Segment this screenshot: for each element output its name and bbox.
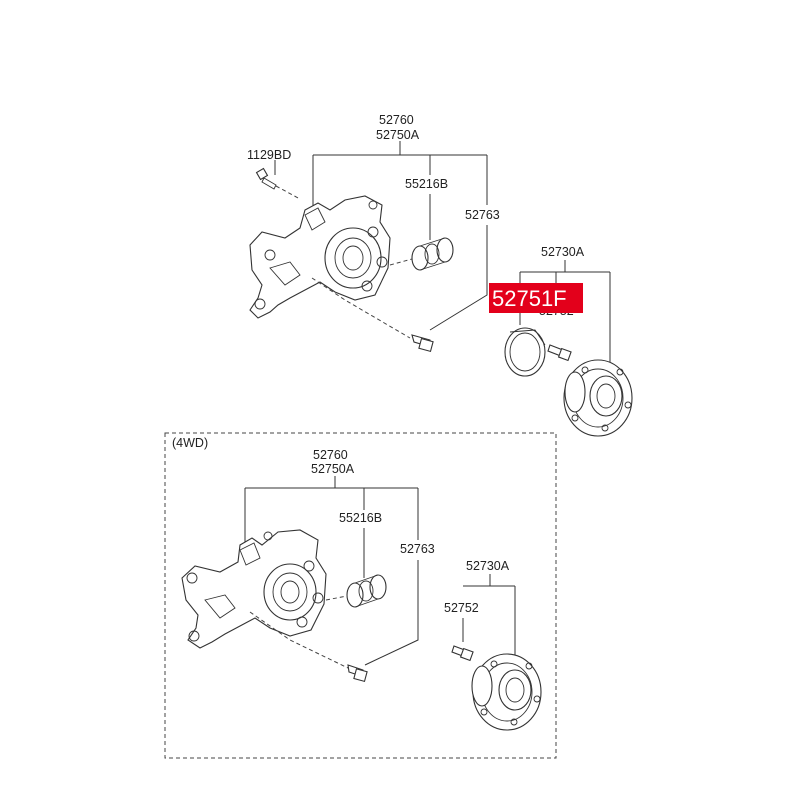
leader-bot-knuckle <box>244 476 419 550</box>
highlight-label: 52751F <box>492 286 567 311</box>
hub-bolt-bottom <box>451 645 474 662</box>
label-top-55216b[interactable]: 55216B <box>405 177 448 191</box>
hub-bolt-top <box>547 344 572 362</box>
hub-bottom <box>471 653 542 731</box>
label-bot-52730a[interactable]: 52730A <box>466 559 510 573</box>
label-bot-52760[interactable]: 52760 <box>313 448 348 462</box>
label-top-1129bd[interactable]: 1129BD <box>247 148 291 162</box>
leader-bot-hub <box>463 574 516 655</box>
bolt-1129bd <box>255 167 301 200</box>
label-top-52760[interactable]: 52760 <box>379 113 414 127</box>
label-bot-52750a[interactable]: 52750A <box>311 462 355 476</box>
top-assembly: 52760 52750A 1129BD 55216B 52763 52730A … <box>247 113 633 437</box>
bolt-52763-top <box>411 334 434 353</box>
knuckle-bottom <box>181 529 349 669</box>
label-top-52750a[interactable]: 52750A <box>376 128 420 142</box>
section-4wd-label[interactable]: (4WD) <box>172 436 208 450</box>
bottom-assembly: 52760 52750A 55216B 52763 52730A 52752 <box>181 448 542 731</box>
hub-top <box>563 359 633 437</box>
bolt-52763-bottom <box>347 664 368 683</box>
label-bot-52763[interactable]: 52763 <box>400 542 435 556</box>
leader-top-knuckle <box>312 141 488 215</box>
dust-cover-top <box>504 327 546 377</box>
bushing-bottom <box>325 574 387 608</box>
label-bot-52752[interactable]: 52752 <box>444 601 479 615</box>
knuckle-top <box>249 195 411 339</box>
highlight-52751f[interactable]: 52751F <box>489 283 583 313</box>
leader-top-bolt <box>429 225 488 331</box>
section-4wd-frame <box>164 432 557 759</box>
label-top-52763[interactable]: 52763 <box>465 208 500 222</box>
label-bot-55216b[interactable]: 55216B <box>339 511 382 525</box>
leader-bot-bolt <box>364 560 419 666</box>
bushing-top <box>389 237 454 271</box>
highlight-box <box>489 283 583 313</box>
label-top-52730a[interactable]: 52730A <box>541 245 585 259</box>
